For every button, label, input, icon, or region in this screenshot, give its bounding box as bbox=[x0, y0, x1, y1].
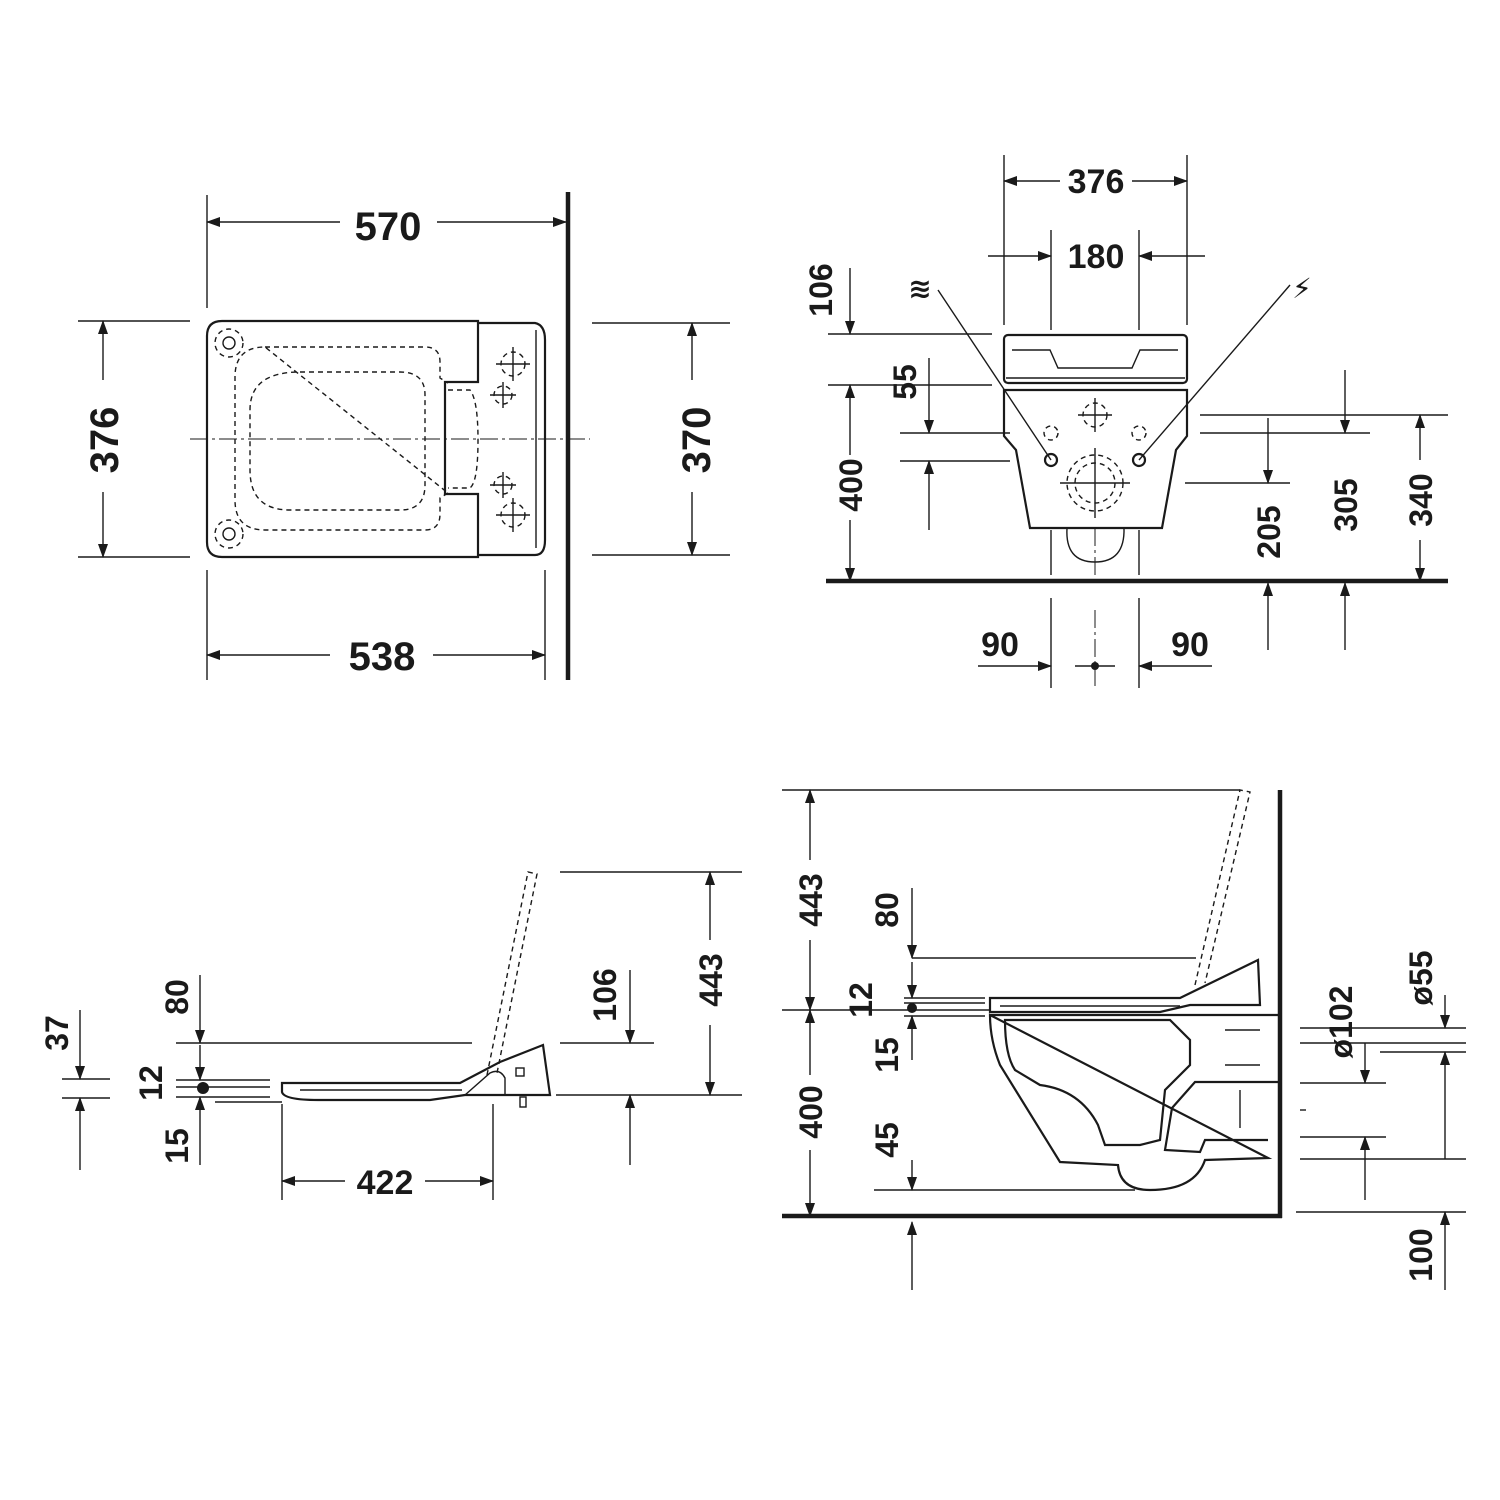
side-dim-12: 12 bbox=[843, 982, 879, 1018]
seat-dim-422: 422 bbox=[357, 1164, 414, 1202]
side-dim-45: 45 bbox=[869, 1122, 905, 1158]
bowl-dashed bbox=[234, 346, 450, 531]
front-dim-305: 305 bbox=[1328, 478, 1364, 531]
fixing-crosses bbox=[490, 347, 530, 532]
front-dim-205: 205 bbox=[1251, 505, 1287, 558]
side-seat bbox=[988, 958, 1262, 1014]
front-dim-90-right: 90 bbox=[1171, 626, 1209, 664]
seat-profile bbox=[280, 1043, 552, 1102]
side-dim-d102: ø102 bbox=[1323, 986, 1359, 1059]
top-dim-376: 376 bbox=[83, 407, 127, 474]
top-view: 570 538 376 370 bbox=[78, 192, 730, 680]
seat-dim-12: 12 bbox=[133, 1065, 169, 1101]
seat-outline bbox=[205, 319, 480, 559]
seat-dim-80: 80 bbox=[159, 979, 195, 1015]
front-dim-106: 106 bbox=[803, 263, 839, 316]
seat-open-lid bbox=[486, 871, 538, 1076]
front-view: 376 180 106 400 55 205 305 bbox=[803, 155, 1448, 690]
side-dim-15: 15 bbox=[869, 1037, 905, 1073]
front-dim-55: 55 bbox=[887, 364, 923, 400]
electric-connection-icon: ⚡ bbox=[1292, 272, 1312, 305]
front-dim-400: 400 bbox=[833, 458, 869, 511]
side-dim-100: 100 bbox=[1403, 1228, 1439, 1281]
seat-dim-106: 106 bbox=[587, 968, 623, 1021]
seat-dim-443: 443 bbox=[693, 953, 729, 1006]
side-view: 443 400 80 12 15 45 ø55 ø102 100 bbox=[782, 789, 1466, 1290]
side-dim-d55: ø55 bbox=[1403, 950, 1439, 1005]
water-leader bbox=[937, 289, 1052, 461]
front-dim-376: 376 bbox=[1068, 163, 1125, 201]
front-dim-180: 180 bbox=[1068, 238, 1125, 276]
front-dim-90-left: 90 bbox=[981, 626, 1019, 664]
side-dim-400: 400 bbox=[793, 1085, 829, 1138]
top-dim-570: 570 bbox=[355, 205, 422, 249]
side-bowl-outer bbox=[988, 1013, 1282, 1192]
side-dim-443: 443 bbox=[793, 873, 829, 926]
bowl-inner-dashed bbox=[249, 371, 426, 511]
side-bowl-inner bbox=[1003, 1018, 1192, 1147]
side-open-lid bbox=[1194, 789, 1251, 986]
seat-dim-15: 15 bbox=[159, 1128, 195, 1164]
water-connection-icon: ≋ bbox=[908, 272, 931, 305]
seat-side-view: 37 80 12 15 106 443 422 bbox=[39, 871, 742, 1202]
top-dim-538: 538 bbox=[349, 635, 416, 679]
hinge-housing bbox=[478, 321, 547, 557]
side-dim-80: 80 bbox=[869, 892, 905, 928]
electric-leader bbox=[1138, 284, 1291, 461]
seat-dim-37: 37 bbox=[39, 1015, 75, 1051]
top-dim-370: 370 bbox=[675, 407, 719, 474]
front-lid bbox=[1002, 333, 1189, 385]
front-dim-340: 340 bbox=[1403, 473, 1439, 526]
